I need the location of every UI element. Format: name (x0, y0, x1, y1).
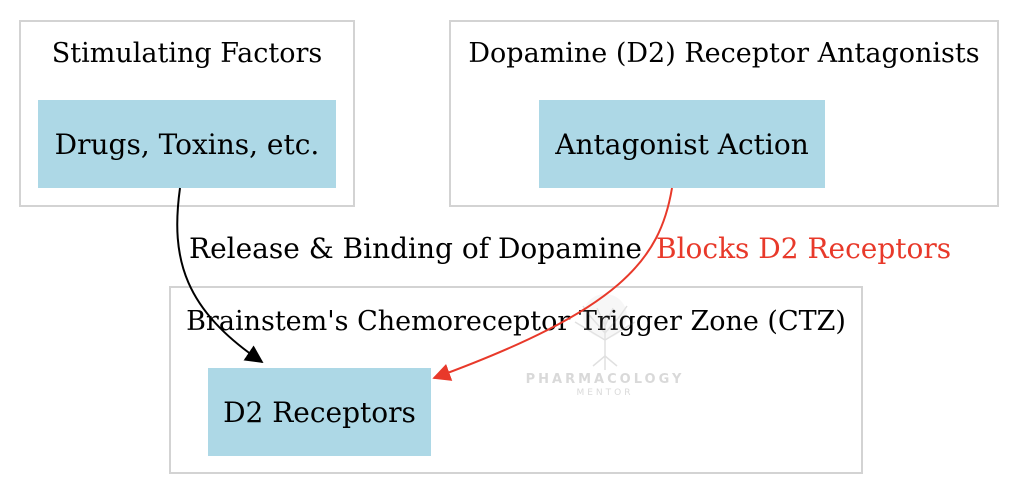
node-d2-receptors[interactable]: D2 Receptors (208, 368, 431, 456)
cluster-title-d2-antagonists: Dopamine (D2) Receptor Antagonists (468, 38, 980, 69)
edge-label-blocks-d2: Blocks D2 Receptors (656, 232, 952, 265)
node-antagonist-action[interactable]: Antagonist Action (539, 100, 825, 188)
node-antagonist-action-label: Antagonist Action (555, 127, 809, 161)
edge-label-release-dopamine: Release & Binding of Dopamine (189, 232, 642, 265)
cluster-title-stimulating-factors: Stimulating Factors (51, 38, 323, 69)
node-drugs-toxins-label: Drugs, Toxins, etc. (54, 127, 320, 161)
cluster-title-ctz: Brainstem's Chemoreceptor Trigger Zone (… (186, 306, 846, 337)
node-d2-receptors-label: D2 Receptors (223, 395, 416, 429)
node-drugs-toxins[interactable]: Drugs, Toxins, etc. (38, 100, 336, 188)
